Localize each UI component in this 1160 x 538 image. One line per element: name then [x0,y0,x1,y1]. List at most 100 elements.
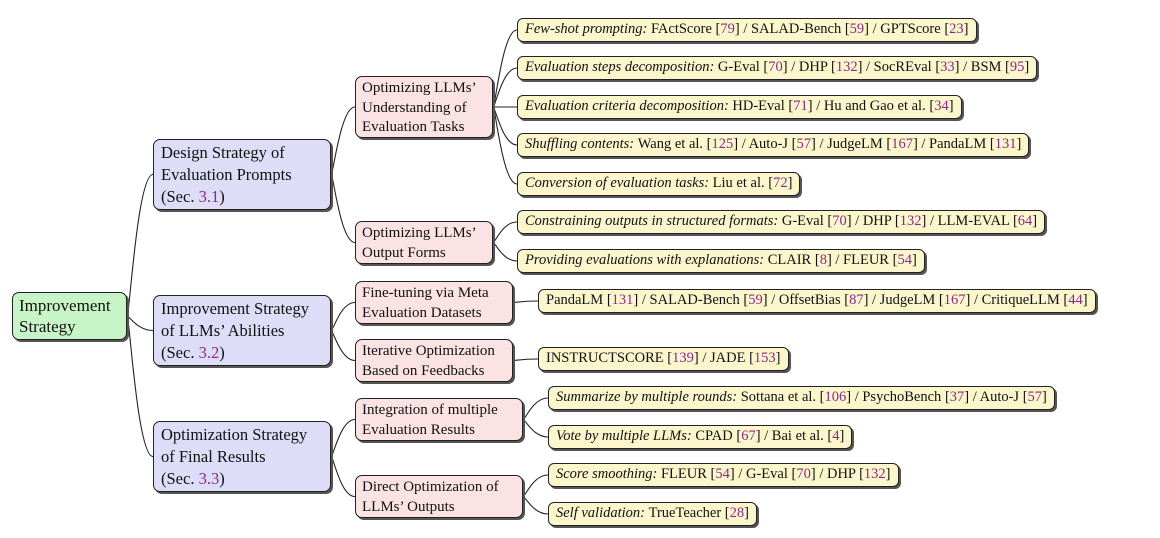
node-text-line: Strategy [19,317,76,337]
node-text-line: Improvement [19,296,111,315]
bracket-close: ] [1024,59,1030,75]
method-leaf: Self validation: TrueTeacher [28] [548,502,757,526]
section-number-link[interactable]: 3.2 [198,342,220,362]
citation-link[interactable]: 153 [753,350,776,366]
method-name: Wang et al. [637,136,707,152]
citation-link[interactable]: 37 [949,389,965,405]
connector-subcategory-to-leaf [522,418,549,438]
bracket-close: ] [964,389,970,405]
connector-subcategory-to-leaf [512,300,539,304]
citation-link[interactable]: 4 [832,428,840,444]
bracket-close: ] [963,21,969,37]
citation-link[interactable]: 106 [824,389,847,405]
citation-link[interactable]: 79 [720,21,735,37]
citation-link[interactable]: 125 [711,136,734,152]
citation-link[interactable]: 70 [832,213,847,229]
method-name: / LLM-EVAL [926,213,1013,229]
bracket-close: ] [693,350,699,366]
bracket-close: ] [921,213,927,229]
method-name: PandaLM [546,292,607,308]
citation-link[interactable]: 34 [934,98,949,114]
bracket-close: ] [1016,136,1022,152]
method-leaf: PandaLM [131] / SALAD-Bench [59] / Offse… [538,289,1096,313]
bracket-open: [ [989,136,995,152]
method-name: / DHP [815,466,860,482]
bracket-close: ] [885,466,891,482]
citation-link[interactable]: 71 [793,98,808,114]
bracket-open: [ [944,21,950,37]
citation-link[interactable]: 132 [863,466,886,482]
method-name: G-Eval [781,213,828,229]
citation-link[interactable]: 95 [1009,59,1025,75]
citation-link[interactable]: 54 [715,466,730,482]
node-text-line: LLMs’ Outputs [362,498,455,515]
connector-category-to-subcategory [330,106,356,176]
subcategory-direct-optimization-of-llms-outputs: Direct Optimization of LLMs’ Outputs [355,475,523,518]
section-reference: (Sec. 3.1) [161,186,323,208]
citation-link[interactable]: 8 [819,252,827,268]
citation-link[interactable]: 33 [940,59,955,75]
bracket-open: [ [788,98,794,114]
method-leaf: Conversion of evaluation tasks: Liu et a… [517,172,801,196]
section-suffix: ) [219,468,225,488]
citation-link[interactable]: 132 [835,59,858,75]
bracket-open: [ [706,136,712,152]
citation-link[interactable]: 59 [849,21,865,37]
bracket-close: ] [839,428,845,444]
node-text-line: Direct Optimization of [362,479,499,495]
bracket-close: ] [775,350,781,366]
citation-link[interactable]: 28 [729,505,745,521]
citation-link[interactable]: 167 [891,136,913,152]
node-text-line: Evaluation Tasks [362,119,465,135]
connector-subcategory-to-leaf [522,495,549,515]
citation-link[interactable]: 67 [741,428,756,444]
bracket-open: [ [814,252,820,268]
citation-link[interactable]: 23 [949,21,964,37]
bracket-close: ] [782,59,788,75]
citation-link[interactable]: 57 [1027,389,1043,405]
citation-link[interactable]: 72 [773,175,788,191]
bracket-open: [ [892,252,898,268]
method-name: / DHP [851,213,895,229]
technique-label: Providing evaluations with explanations: [525,252,768,268]
bracket-close: ] [762,292,768,308]
method-name: / Hu and Gao et al. [812,98,930,114]
citation-link[interactable]: 131 [611,292,634,308]
connector-subcategory-to-leaf [522,474,549,498]
bracket-close: ] [954,59,960,75]
citation-link[interactable]: 167 [943,292,966,308]
citation-link[interactable]: 139 [672,350,694,366]
citation-link[interactable]: 70 [796,466,811,482]
node-text-line: Evaluation Datasets [362,304,482,321]
method-leaf: Summarize by multiple rounds: Sottana et… [548,386,1055,410]
section-reference: (Sec. 3.2) [161,342,323,364]
section-number-link[interactable]: 3.1 [198,186,220,206]
method-name: INSTRUCTSCORE [546,350,668,366]
citation-link[interactable]: 57 [796,136,812,152]
citation-link[interactable]: 44 [1068,292,1083,308]
citation-link[interactable]: 59 [748,292,763,308]
citation-link[interactable]: 131 [994,136,1017,152]
method-name: / SocREval [862,59,936,75]
citation-link[interactable]: 64 [1017,213,1033,229]
bracket-open: [ [827,428,833,444]
section-number-link[interactable]: 3.3 [198,468,220,488]
node-text-line: Optimizing LLMs’ [362,80,477,96]
technique-label: Summarize by multiple rounds: [556,389,741,405]
bracket-close: ] [787,175,793,191]
citation-link[interactable]: 132 [899,213,922,229]
bracket-open: [ [724,505,730,521]
bracket-close: ] [846,213,852,229]
citation-link[interactable]: 87 [849,292,864,308]
citation-link[interactable]: 70 [768,59,783,75]
citation-link[interactable]: 54 [897,252,912,268]
bracket-open: [ [1063,292,1069,308]
technique-label: Shuffling contents: [525,136,638,152]
node-text-line: Fine-tuning via Meta [362,285,489,301]
